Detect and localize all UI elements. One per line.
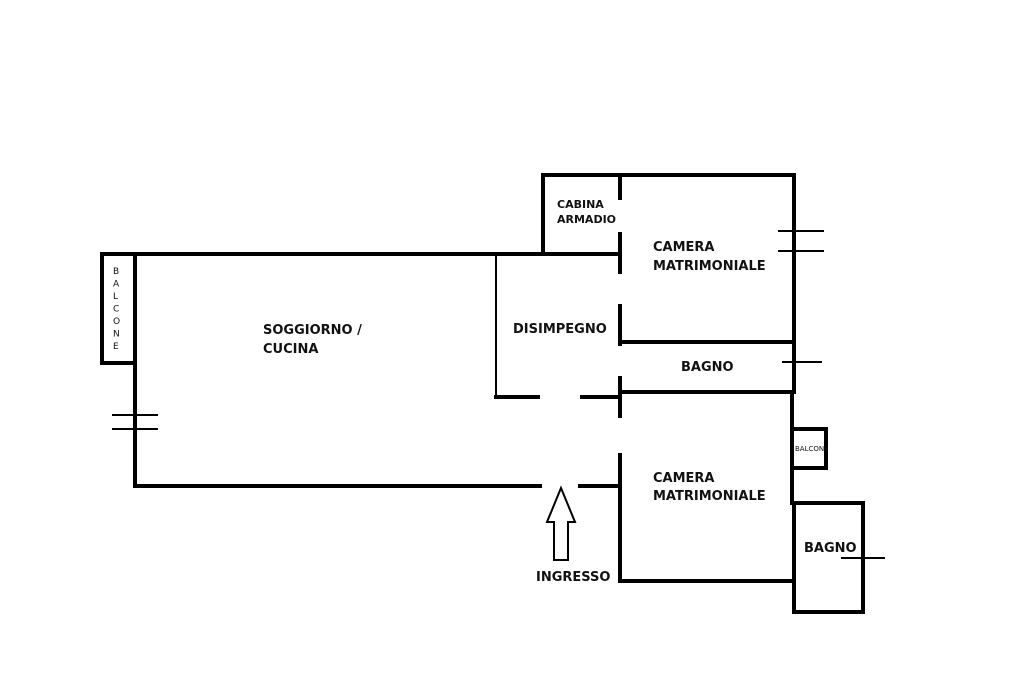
disimpegno-walls	[494, 254, 622, 399]
cabina-armadio	[541, 173, 622, 256]
balcone-left-letter: C	[113, 305, 119, 315]
disimpegno-label: DISIMPEGNO	[513, 322, 607, 337]
soggiorno-walls	[112, 252, 622, 488]
balcone-left-letter: E	[113, 342, 119, 352]
cabina-label-line2: ARMADIO	[557, 213, 616, 226]
camera-top-label-line2: MATRIMONIALE	[653, 259, 766, 274]
soggiorno-label-line2: CUCINA	[263, 342, 318, 357]
balcone-small	[790, 427, 828, 470]
cabina-label-line1: CABINA	[557, 198, 604, 211]
balcone-left-letter: A	[113, 280, 120, 290]
camera-bottom-label-line1: CAMERA	[653, 471, 715, 486]
balcone-small-label: BALCONE	[795, 445, 829, 453]
camera-top-label-line1: CAMERA	[653, 240, 715, 255]
arrow-up-icon	[545, 485, 577, 561]
soggiorno-label-line1: SOGGIORNO /	[263, 323, 362, 338]
camera-top-walls	[618, 173, 824, 394]
ingresso-label: INGRESSO	[536, 570, 610, 585]
bagno-bottom-walls	[792, 501, 885, 614]
balcone-left-letter: B	[113, 267, 119, 277]
balcone-left-letter: O	[113, 317, 120, 327]
camera-bottom-label-line2: MATRIMONIALE	[653, 489, 766, 504]
bagno-middle-label: BAGNO	[681, 360, 734, 375]
balcone-left-letter: L	[113, 292, 118, 302]
bagno-middle-walls	[618, 361, 822, 394]
balcone-left-letter: N	[113, 330, 120, 340]
bagno-bottom-label: BAGNO	[804, 541, 857, 556]
